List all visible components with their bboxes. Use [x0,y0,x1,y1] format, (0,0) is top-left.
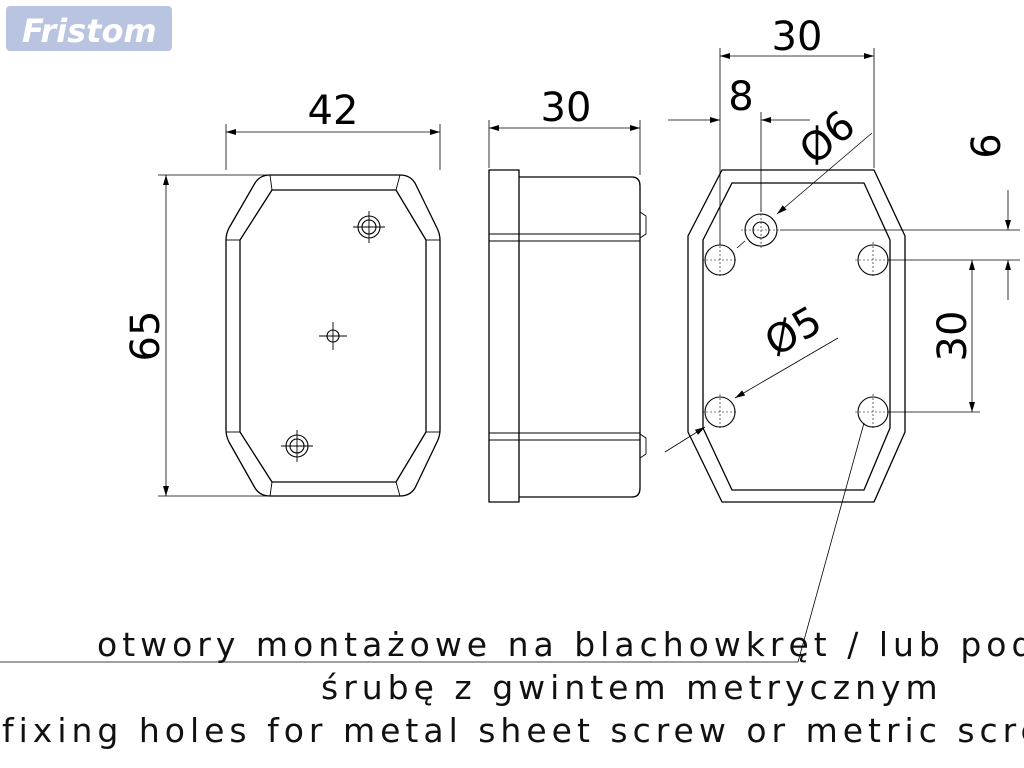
front-bevel-line [269,174,273,191]
mounting-hole [855,242,891,278]
note-line-polish-1: otwory montażowe na blachowkręt / lub po… [97,625,1024,664]
front-view: 42 65 [123,88,441,497]
side-body [519,176,641,498]
back-outer-outline [687,169,906,503]
note-line-polish-2: śrubę z gwintem metrycznym [321,668,943,707]
note-leader-line [797,422,865,663]
center-mark-icon [319,322,347,350]
mounting-hole [702,394,738,430]
screw-icon [353,211,385,243]
mounting-hole-center [741,210,781,250]
front-bevel-line [269,481,273,497]
side-nub [639,211,647,239]
hole-spacing-label: 30 [930,311,976,362]
logo-badge [6,6,172,51]
side-depth-label: 30 [541,85,592,131]
front-bevel-line [395,481,401,497]
front-width-label: 42 [308,88,359,134]
center-hole-diameter-label: Ø6 [791,102,864,174]
hole-diameter-leader [736,240,746,249]
back-width-label: 30 [772,14,823,60]
screw-icon [281,430,313,462]
back-view: 30 8 Ø6 Ø5 6 30 [664,14,1020,663]
front-height-label: 65 [123,311,169,362]
front-bevel-line [395,174,401,191]
corner-hole-diameter-leader [664,426,706,453]
side-flange [488,169,520,503]
side-view: 30 [488,85,647,503]
vertical-offset-label: 6 [964,133,1010,158]
fristom-logo: Fristom [6,6,172,51]
corner-hole-diameter-label: Ø5 [757,298,829,366]
back-inner-outline [702,182,891,491]
note-line-english: fixing holes for metal sheet screw or me… [2,711,1024,750]
logo-text: Fristom [22,12,157,50]
mounting-hole [702,242,738,278]
mounting-note: otwory montażowe na blachowkręt / lub po… [0,625,1024,750]
corner-hole-diameter-leader [734,337,839,399]
side-nub [639,433,647,459]
hole-diameter-leader [776,132,873,215]
mounting-hole [855,394,891,430]
hole-offset-label: 8 [728,74,753,120]
